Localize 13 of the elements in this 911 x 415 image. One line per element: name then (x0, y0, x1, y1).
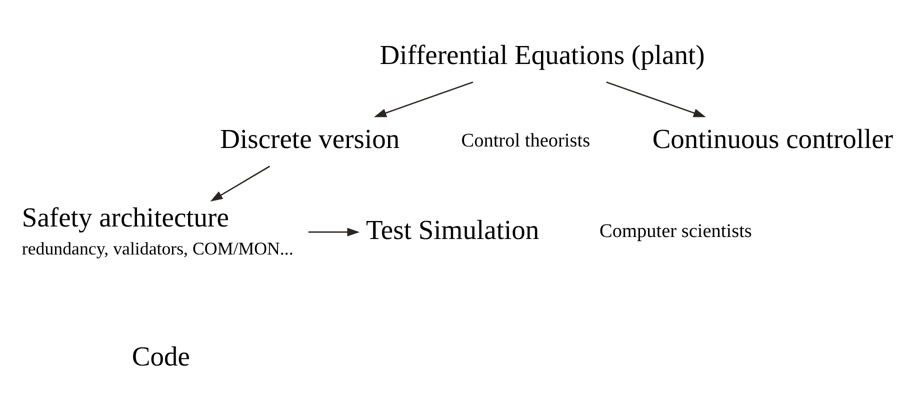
node-text: Discrete version (220, 122, 400, 154)
arrow (606, 81, 706, 117)
node-label: redundancy, validators, COM/MON... (22, 238, 294, 258)
node-text: Continuous controller (652, 122, 894, 154)
arrow (210, 165, 270, 201)
label: Control theorists (461, 130, 590, 151)
label: Code (132, 340, 190, 372)
node-text: Safety architecture (22, 201, 229, 232)
arrow (308, 227, 360, 236)
node-text: Differential Equations (plant) (380, 38, 705, 70)
label: Computer scientists (600, 220, 752, 242)
node-text: Test Simulation (366, 213, 540, 244)
arrow (374, 81, 474, 117)
